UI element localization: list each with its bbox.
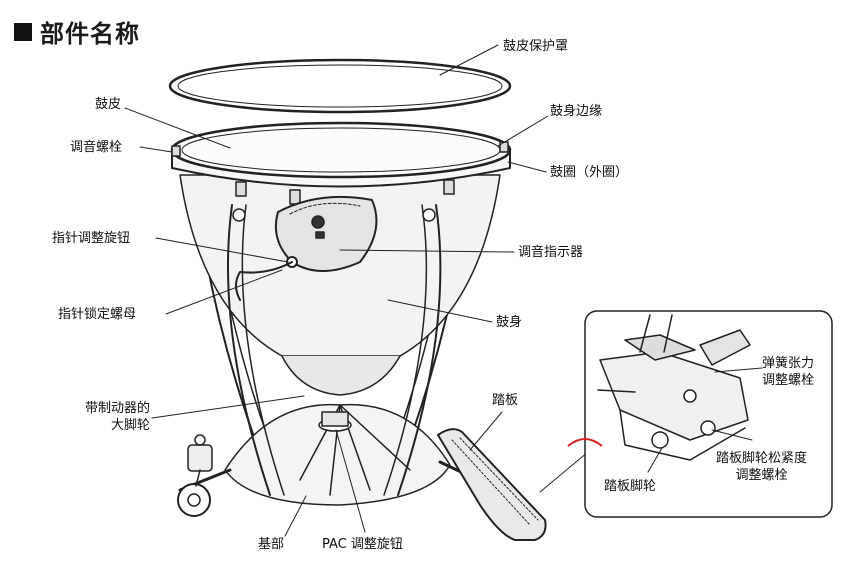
label-pointer-knob: 指针调整旋钮	[52, 231, 131, 246]
label-drum-head: 鼓皮	[95, 97, 122, 112]
section-heading: 部件名称	[14, 14, 140, 49]
label-base: 基部	[258, 537, 285, 552]
label-head-cover: 鼓皮保护罩	[503, 39, 569, 54]
drum-base	[224, 403, 451, 506]
label-caster-tightness-line1: 踏板脚轮松紧度	[716, 451, 808, 466]
label-pedal: 踏板	[492, 393, 519, 408]
label-pedal-caster: 踏板脚轮	[604, 479, 657, 494]
label-spring-tension-line2: 调整螺栓	[762, 373, 815, 388]
label-tuning-indicator: 调音指示器	[518, 245, 584, 260]
drum-head-shape	[170, 121, 512, 179]
drum-leg-right-front	[397, 204, 442, 496]
red-accent-arc	[567, 438, 603, 447]
label-caster-brake-line2: 大脚轮	[110, 418, 150, 433]
heading-text: 部件名称	[40, 20, 140, 48]
head-cover-shape	[168, 58, 512, 114]
tuning-indicator-shape	[274, 195, 378, 272]
label-caster-tightness: 踏板脚轮松紧度 调整螺栓	[716, 450, 807, 484]
label-tuning-bolt: 调音螺栓	[70, 140, 123, 155]
label-pointer-lock-nut: 指针锁定螺母	[58, 307, 137, 322]
pedal-shape	[437, 428, 547, 541]
label-spring-tension: 弹簧张力 调整螺栓	[762, 355, 814, 389]
inset-pedal-mechanism	[597, 314, 751, 461]
label-caster-tightness-line2: 调整螺栓	[735, 468, 788, 483]
label-hoop: 鼓圈（外圈）	[550, 165, 629, 180]
label-shell-edge: 鼓身边缘	[550, 104, 603, 119]
label-caster-brake: 带制动器的 大脚轮	[60, 400, 150, 434]
drum-leg-left-front	[227, 204, 271, 496]
tuning-bolt-shapes	[171, 141, 509, 205]
label-pac-knob: PAC 调整旋钮	[322, 537, 403, 552]
label-spring-tension-line1: 弹簧张力	[762, 356, 815, 371]
caster-wheel-shape	[177, 434, 213, 517]
label-shell: 鼓身	[496, 315, 523, 330]
label-caster-brake-line1: 带制动器的	[84, 401, 150, 416]
heading-square-icon	[14, 22, 32, 41]
